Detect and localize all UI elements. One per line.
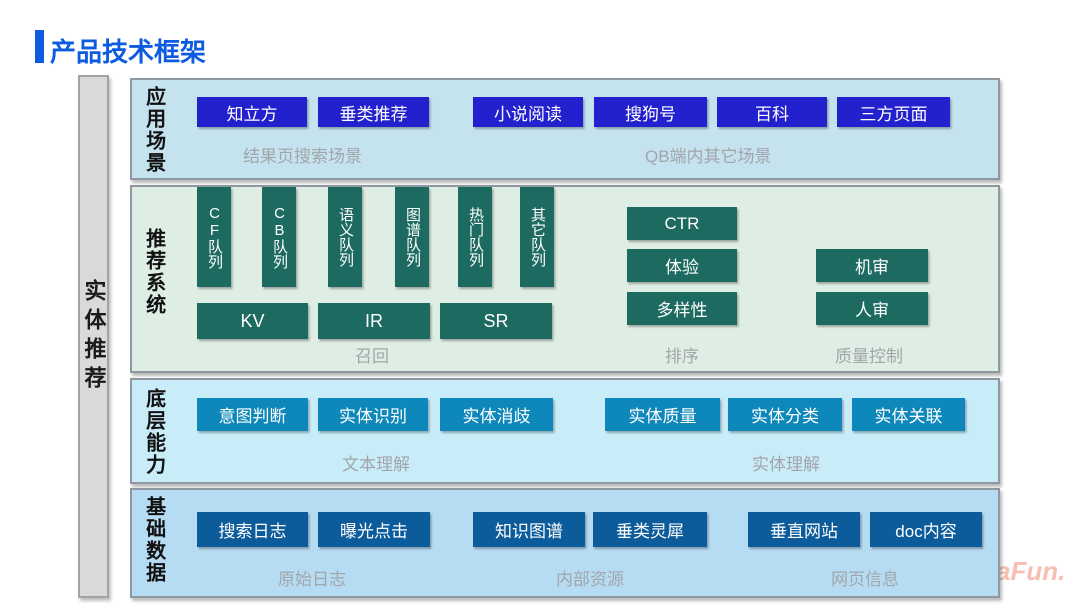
section-base-data: 基础数据 搜索日志 曝光点击 知识图谱 垂类灵犀 垂直网站 doc内容 原始日志… — [130, 488, 1000, 598]
page-title: 产品技术框架 — [50, 37, 207, 67]
scenario-chip: 知立方 — [197, 97, 307, 127]
watermark: aFun. — [996, 556, 1066, 586]
recall-queue-box: 语义队列 — [328, 187, 362, 287]
caption: 实体理解 — [752, 455, 820, 474]
caption: 文本理解 — [342, 455, 410, 474]
recall-queue-box: 图谱队列 — [395, 187, 429, 287]
quality-box: 机审 — [816, 249, 928, 282]
scenario-chip: 三方页面 — [837, 97, 950, 127]
recall-engine-box: IR — [318, 303, 430, 339]
data-chip: 搜索日志 — [197, 512, 308, 547]
recall-engine-box: KV — [197, 303, 308, 339]
data-chip: 知识图谱 — [473, 512, 585, 547]
recall-queue-box: 热门队列 — [458, 187, 492, 287]
recall-engine-box: SR — [440, 303, 552, 339]
section-app-scenarios: 应用场景 知立方 垂类推荐 小说阅读 搜狗号 百科 三方页面 结果页搜索场景 Q… — [130, 78, 1000, 180]
capability-chip: 实体分类 — [728, 398, 842, 431]
section-recommend-system: 推荐系统 CF队列 CB队列 语义队列 图谱队列 热门队列 其它队列 KV IR… — [130, 185, 1000, 373]
caption: 原始日志 — [278, 570, 346, 589]
quality-box: 人审 — [816, 292, 928, 325]
recall-queue-box: CF队列 — [197, 187, 231, 287]
section-label: 基础数据 — [142, 496, 165, 584]
caption: 网页信息 — [831, 570, 899, 589]
scenario-chip: 小说阅读 — [473, 97, 583, 127]
caption: 召回 — [355, 347, 389, 366]
capability-chip: 实体识别 — [318, 398, 428, 431]
caption: 排序 — [665, 347, 699, 366]
capability-chip: 实体关联 — [852, 398, 965, 431]
recall-queue-box: CB队列 — [262, 187, 296, 287]
caption: QB端内其它场景 — [645, 147, 772, 166]
entity-recommend-label: 实体推荐 — [81, 278, 107, 395]
scenario-chip: 垂类推荐 — [318, 97, 429, 127]
capability-chip: 意图判断 — [197, 398, 308, 431]
caption: 结果页搜索场景 — [243, 147, 362, 166]
entity-recommend-band: 实体推荐 — [78, 75, 109, 598]
ranking-box: CTR — [627, 207, 737, 240]
section-base-capability: 底层能力 意图判断 实体识别 实体消歧 实体质量 实体分类 实体关联 文本理解 … — [130, 378, 1000, 484]
scenario-chip: 搜狗号 — [594, 97, 707, 127]
capability-chip: 实体质量 — [605, 398, 720, 431]
recall-queue-box: 其它队列 — [520, 187, 554, 287]
scenario-chip: 百科 — [717, 97, 827, 127]
capability-chip: 实体消歧 — [440, 398, 553, 431]
data-chip: doc内容 — [870, 512, 982, 547]
caption: 内部资源 — [556, 570, 624, 589]
section-label: 推荐系统 — [142, 228, 165, 316]
data-chip: 垂直网站 — [748, 512, 860, 547]
section-label: 底层能力 — [142, 388, 165, 476]
data-chip: 曝光点击 — [318, 512, 430, 547]
section-label: 应用场景 — [142, 86, 165, 174]
title-accent-bar — [35, 30, 44, 63]
caption: 质量控制 — [835, 347, 903, 366]
data-chip: 垂类灵犀 — [593, 512, 707, 547]
ranking-box: 多样性 — [627, 292, 737, 325]
ranking-box: 体验 — [627, 249, 737, 282]
